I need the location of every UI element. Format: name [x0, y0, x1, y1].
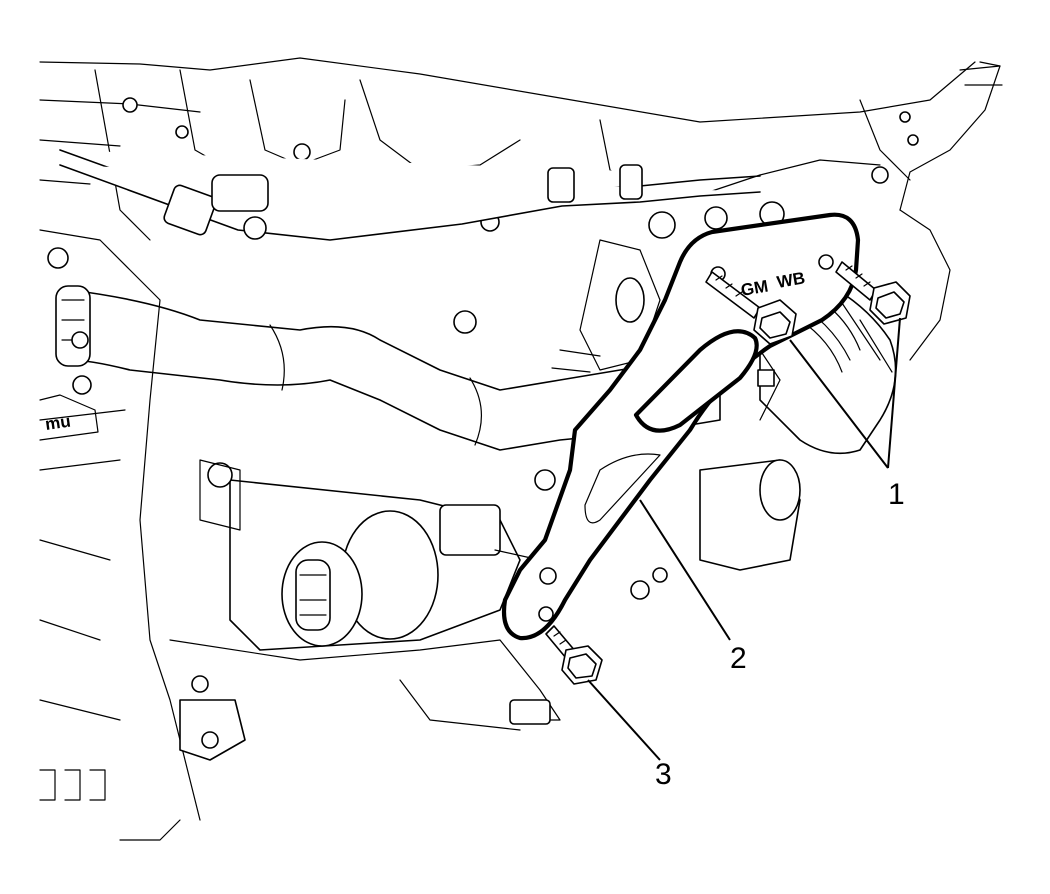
callout-3: 3 [655, 758, 672, 791]
bracket-marking-wb: WB [775, 268, 806, 292]
callout-2: 2 [730, 642, 747, 675]
engine-background: mu [39, 57, 1003, 841]
bolt-lower [545, 625, 603, 685]
leader-lines [587, 317, 901, 761]
bracket-hole-lower [538, 606, 554, 622]
leader-1b [887, 317, 901, 469]
bracket-marking-gm: GM [739, 276, 769, 299]
bolt-upper-left [705, 271, 797, 345]
leader-2 [639, 499, 731, 641]
block-casting-mark: mu [44, 412, 72, 434]
bolt-upper-right [835, 261, 911, 325]
leader-3 [587, 679, 661, 761]
bracket-hole-upper-right [818, 254, 834, 270]
callout-1: 1 [888, 478, 905, 511]
leader-1a [789, 339, 889, 469]
